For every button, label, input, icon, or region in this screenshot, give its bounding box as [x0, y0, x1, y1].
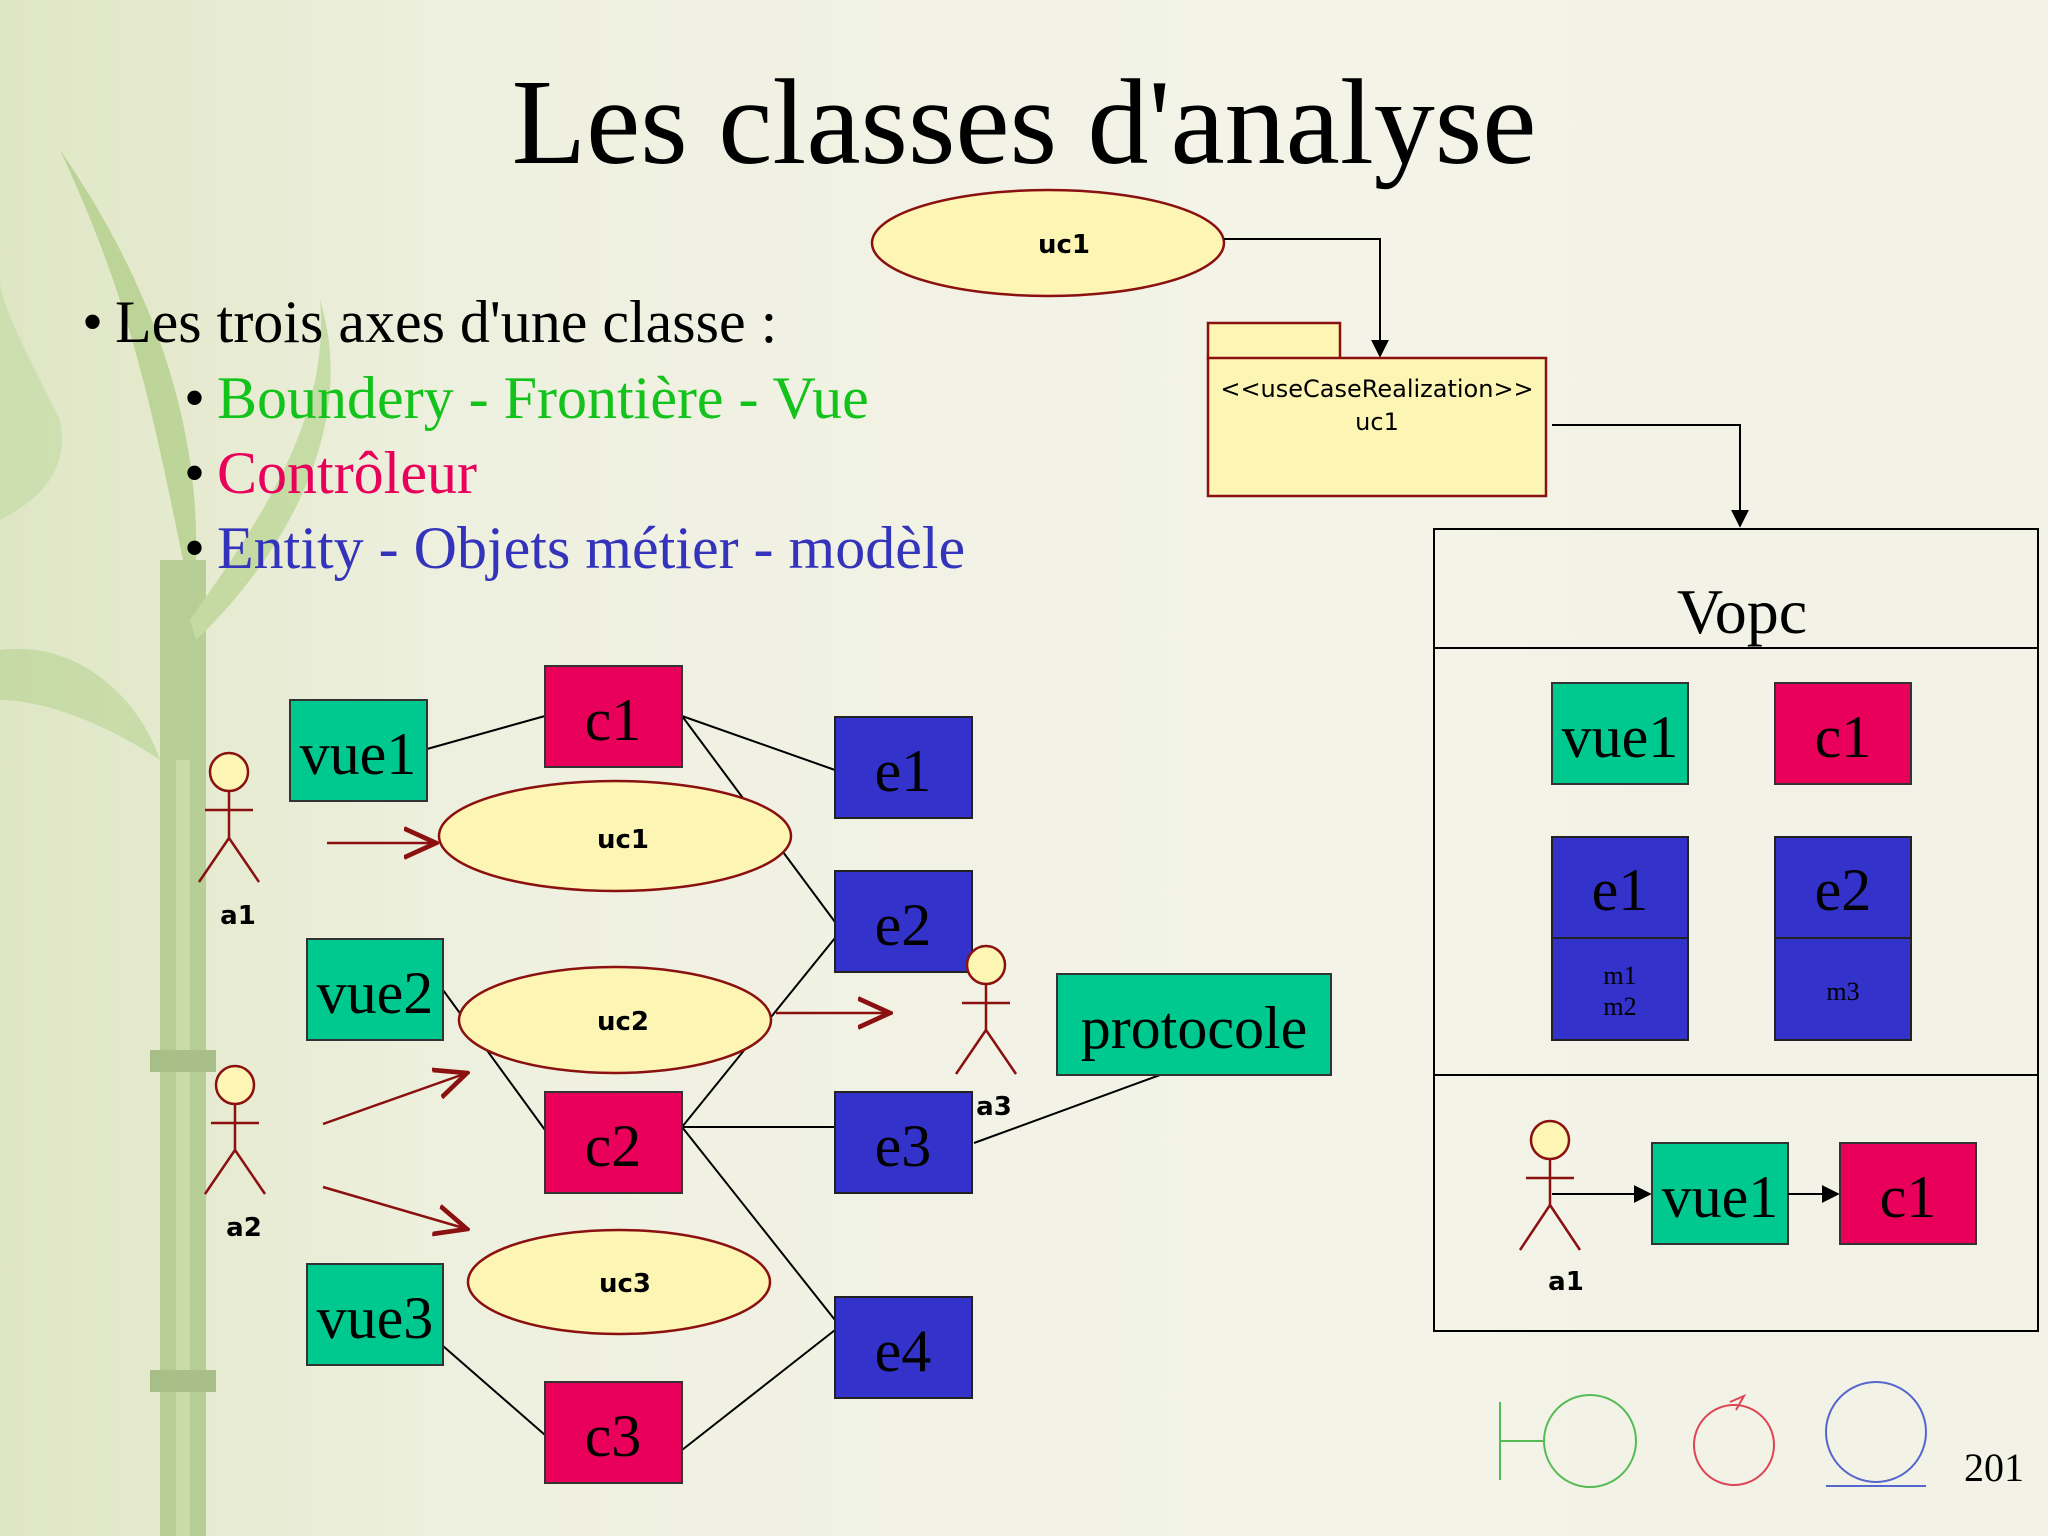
bullet-boundary: •Boundery - Frontière - Vue [184, 368, 869, 428]
actor-a2-label: a2 [226, 1213, 262, 1243]
vopc-actor-a1 [1518, 1119, 1582, 1251]
vopc-seq-c1-label: c1 [1880, 1164, 1937, 1230]
bullet-controller: •Contrôleur [184, 443, 477, 503]
use-case-realization-package: <<useCaseRealization>> uc1 [1206, 321, 1548, 498]
bullet-controller-text: Contrôleur [217, 440, 477, 506]
bamboo-leaf [0, 648, 160, 760]
vopc-vue1-box [1551, 682, 1689, 785]
entity-e1-label: e1 [875, 738, 932, 804]
entity-e4: e4 [834, 1296, 973, 1399]
actor-a3-label: a3 [976, 1092, 1012, 1122]
page-number: 201 [1964, 1445, 2024, 1490]
vopc-c1-label: c1 [1815, 704, 1872, 770]
boundary-symbol-icon [1543, 1394, 1637, 1488]
vopc-frame [1433, 528, 2039, 1332]
controller-c3: c3 [544, 1381, 683, 1484]
package-name: uc1 [1355, 408, 1399, 436]
usecase-uc3: uc3 [466, 1228, 772, 1336]
vopc-seq-c1-box [1839, 1142, 1977, 1245]
boundary-vue2-label: vue2 [317, 960, 434, 1026]
vopc-e1-op-2: m2 [1603, 992, 1636, 1021]
line-c1-e1 [681, 715, 836, 771]
vopc-panel: Vopc vue1 c1 e1 m1 m2 e2 m3 a1 [1433, 528, 2039, 1332]
control-symbol-icon [1693, 1404, 1775, 1486]
slide-title: Les classes d'analyse [511, 55, 1537, 190]
vopc-e2-label: e2 [1815, 857, 1872, 923]
vopc-c1-box [1774, 682, 1912, 785]
bullet-dot: • [184, 440, 206, 506]
vopc-seq-vue1-label: vue1 [1662, 1164, 1779, 1230]
vopc-actor-a1-label: a1 [1548, 1267, 1584, 1297]
controller-c1: c1 [544, 665, 683, 768]
actor-a2 [203, 1064, 267, 1195]
package-tab [1206, 321, 1342, 361]
usecase-uc3-label: uc3 [599, 1269, 651, 1299]
vopc-title: Vopc [1677, 576, 1807, 647]
usecase-uc2: uc2 [457, 965, 773, 1075]
bullet-dot: • [82, 289, 104, 355]
controller-c2-label: c2 [585, 1113, 642, 1179]
boundary-protocole: protocole [1056, 973, 1332, 1076]
bullet-main: •Les trois axes d'une classe : [82, 292, 777, 352]
actor-a1 [197, 751, 261, 883]
top-usecase: uc1 [870, 188, 1226, 298]
bamboo-stalk [160, 560, 206, 1536]
boundary-vue1-label: vue1 [300, 721, 417, 787]
stereotype-icons-logo [1499, 1381, 1927, 1488]
vopc-vue1-label: vue1 [1562, 704, 1679, 770]
entity-e2-label: e2 [875, 892, 932, 958]
controller-c1-label: c1 [585, 687, 642, 753]
bamboo-node [150, 1370, 216, 1392]
actor-a3 [954, 944, 1018, 1075]
package-to-vopc-arrow [1552, 424, 1749, 528]
controller-c2: c2 [544, 1091, 683, 1194]
vopc-e2-op-1: m3 [1826, 977, 1859, 1006]
line-vue3-c3 [442, 1345, 546, 1436]
bullet-boundary-text: Boundery - Frontière - Vue [217, 365, 869, 431]
line-e3-protocole [973, 1074, 1161, 1144]
usecase-uc1-label: uc1 [597, 825, 649, 855]
usecase-to-package-arrow [1224, 238, 1389, 358]
boundary-vue2: vue2 [306, 938, 444, 1041]
entity-e4-label: e4 [875, 1318, 932, 1384]
controller-c3-label: c3 [585, 1403, 642, 1469]
line-c3-e4 [681, 1329, 836, 1451]
boundary-protocole-label: protocole [1081, 995, 1308, 1061]
vopc-seq-vue1-box [1651, 1142, 1789, 1245]
bullet-entity-text: Entity - Objets métier - modèle [217, 515, 966, 581]
boundary-vue3-label: vue3 [317, 1285, 434, 1351]
bullet-dot: • [184, 515, 206, 581]
entity-e3-label: e3 [875, 1113, 932, 1179]
bullet-entity: •Entity - Objets métier - modèle [184, 518, 965, 578]
bamboo-node [150, 1050, 216, 1072]
vopc-e1-label: e1 [1592, 857, 1649, 923]
entity-e1: e1 [834, 716, 973, 819]
arrow-a2-uc3 [322, 1185, 467, 1229]
entity-symbol-icon [1825, 1381, 1927, 1483]
bamboo-leaf [190, 300, 331, 640]
package-stereotype: <<useCaseRealization>> [1220, 375, 1533, 403]
package-body [1206, 356, 1548, 498]
top-usecase-label: uc1 [1038, 230, 1090, 260]
entity-e2: e2 [834, 870, 973, 973]
arrow-a2-uc2 [322, 1073, 467, 1126]
bamboo-leaf [60, 150, 197, 560]
bullet-dot: • [184, 365, 206, 431]
boundary-vue1: vue1 [289, 699, 428, 802]
bamboo-stalk-highlight [176, 760, 190, 1536]
usecase-uc2-label: uc2 [597, 1007, 649, 1037]
actor-a1-label: a1 [220, 901, 256, 931]
actor-arrows [322, 843, 890, 1229]
bullet-main-text: Les trois axes d'une classe : [115, 289, 778, 355]
bamboo-leaf [0, 280, 62, 520]
line-vue1-c1 [426, 715, 546, 750]
line-c2-e4 [681, 1126, 836, 1321]
boundary-vue3: vue3 [306, 1263, 444, 1366]
vopc-e1-op-1: m1 [1603, 961, 1636, 990]
entity-e3: e3 [834, 1091, 973, 1194]
usecase-uc1: uc1 [437, 779, 793, 893]
